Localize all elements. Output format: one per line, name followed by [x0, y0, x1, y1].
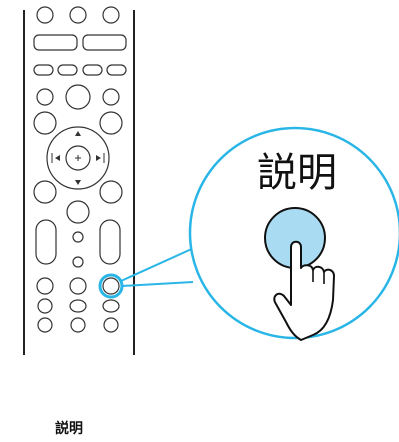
remote-pill-button-4[interactable] — [106, 64, 127, 76]
remote-small-button-1[interactable] — [72, 231, 84, 243]
remote-button-r7-right[interactable] — [103, 317, 119, 333]
remote-small-button-2[interactable] — [72, 256, 84, 268]
remote-pill-button-2[interactable] — [57, 64, 78, 76]
remote-button-r5-center[interactable] — [69, 277, 87, 295]
remote-volume-rocker[interactable] — [35, 219, 57, 265]
remote-pill-button-3[interactable] — [82, 64, 103, 76]
remote-button-top-2[interactable] — [69, 6, 87, 24]
caption-label: 説明 — [55, 421, 83, 437]
remote-channel-rocker[interactable] — [99, 219, 121, 265]
remote-pill-button-1[interactable] — [33, 64, 54, 76]
nav-up-arrow-icon — [75, 131, 81, 136]
remote-description-button[interactable] — [102, 277, 120, 295]
remote-button-top-3[interactable] — [102, 6, 120, 24]
remote-wide-button-right[interactable] — [82, 34, 127, 51]
remote-enter-button[interactable] — [65, 145, 91, 171]
nav-left-arrow-icon — [55, 155, 60, 161]
remote-button-r5-left[interactable] — [36, 277, 54, 295]
remote-button-r1-right[interactable] — [102, 88, 120, 106]
nav-right-arrow-icon — [96, 155, 101, 161]
remote-button-r7-left[interactable] — [37, 317, 53, 333]
remote-button-r3-right[interactable] — [99, 180, 123, 204]
callout-button-label: 説明 — [257, 150, 337, 196]
remote-button-top-1[interactable] — [36, 6, 54, 24]
remote-button-r7-center[interactable] — [70, 317, 86, 333]
remote-button-r2-left[interactable] — [33, 111, 57, 135]
remote-button-r2-right[interactable] — [99, 111, 123, 135]
pointing-hand-icon — [273, 240, 335, 341]
remote-wide-button-left[interactable] — [33, 34, 78, 51]
remote-button-r6-right[interactable] — [102, 299, 120, 313]
remote-button-r4-center[interactable] — [66, 200, 90, 224]
nav-down-arrow-icon — [75, 180, 81, 185]
remote-button-r1-left[interactable] — [36, 88, 54, 106]
remote-button-r1-center[interactable] — [65, 84, 91, 110]
callout-connector-lower — [121, 281, 194, 287]
remote-button-r6-center[interactable] — [69, 299, 87, 313]
remote-button-r6-left[interactable] — [37, 298, 53, 314]
remote-control-illustration: 説明 — [23, 6, 399, 355]
remote-button-r3-left[interactable] — [33, 180, 57, 204]
callout-connector-upper — [120, 246, 197, 282]
remote-navigation-ring[interactable] — [46, 126, 110, 190]
